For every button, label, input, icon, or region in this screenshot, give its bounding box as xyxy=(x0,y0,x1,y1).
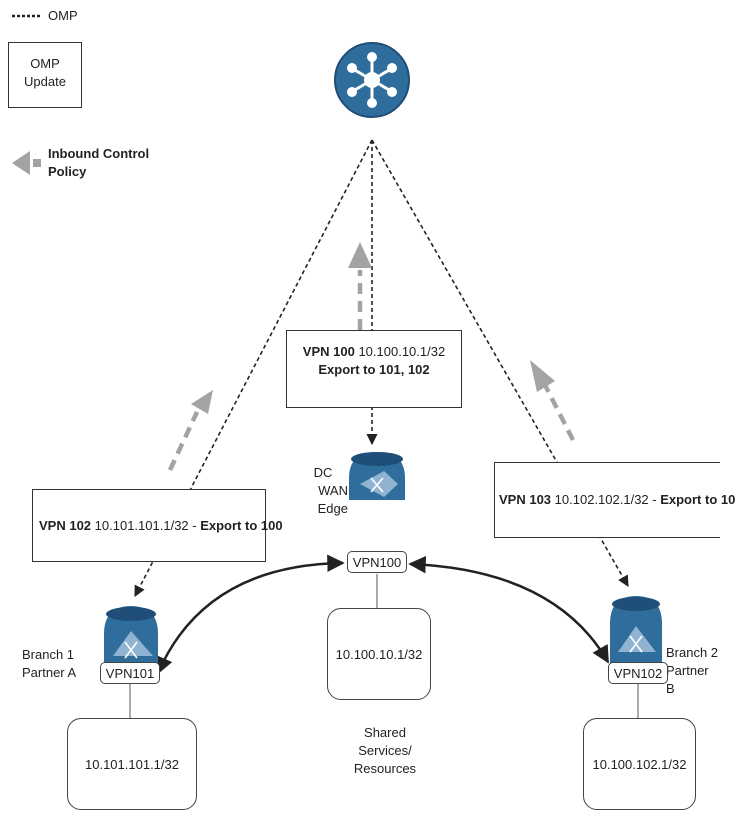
hub-icon xyxy=(334,42,410,118)
branch1-label: Branch 1 Partner A xyxy=(22,646,76,682)
dataplane-arrow-left xyxy=(156,554,345,675)
legend-policy-arrow xyxy=(12,151,41,175)
legend-update-line1: OMP xyxy=(30,56,60,71)
policy-arrow-left xyxy=(167,390,213,471)
shared-line3: Resources xyxy=(353,761,417,776)
branch2-label: Branch 2 Partner B xyxy=(666,644,720,698)
branch2-prefix-box: 10.100.102.1/32 xyxy=(583,718,696,810)
branch1-router-icon xyxy=(104,606,158,668)
legend-policy-line2: Policy xyxy=(48,164,87,179)
legend-update-line2: Update xyxy=(24,74,66,89)
vpn102-export: Export to 100 xyxy=(200,517,283,533)
vpn100-prefix: 10.100.10.1/32 xyxy=(358,344,446,359)
shared-line1: Shared xyxy=(364,725,406,740)
branch2-label-line1: Branch 2 xyxy=(666,645,719,660)
branch1-prefix-box: 10.101.101.1/32 xyxy=(67,718,197,810)
vpn100-label: VPN 100 xyxy=(302,344,355,359)
dc-vpn-box: VPN100 xyxy=(347,551,407,573)
dc-label-line1: DC xyxy=(313,465,333,480)
omp-update-vpn100: VPN 100 10.100.10.1/32 Export to 101, 10… xyxy=(286,330,462,408)
vpn102-prefix: 10.101.101.1/32 xyxy=(94,517,189,533)
legend-omp-update-box: OMP Update xyxy=(8,42,82,108)
shared-line2: Services/ xyxy=(358,743,412,758)
legend-policy-label: Inbound Control Policy xyxy=(48,145,149,181)
network-diagram xyxy=(12,14,662,718)
vpn102-sep: - xyxy=(188,517,201,533)
dc-prefix-box: 10.100.10.1/32 xyxy=(327,608,431,700)
branch2-vpn-box: VPN102 xyxy=(608,662,668,684)
branch2-label-line2: Partner B xyxy=(666,663,709,696)
legend-policy-line1: Inbound Control xyxy=(48,146,150,161)
vpn103-label: VPN 103 xyxy=(499,492,552,507)
vpn103-export: Export to 10 xyxy=(660,492,735,507)
dataplane-arrow-right xyxy=(408,555,610,664)
shared-services-label: Shared Services/ Resources xyxy=(340,724,430,778)
dc-label-line2: WAN Edge xyxy=(317,483,348,516)
omp-update-vpn102: VPN 102 10.101.101.1/32 - Export to 100 xyxy=(32,489,283,562)
vpn103-prefix: 10.102.102.1/32 xyxy=(554,492,649,507)
vpn100-export: Export to 101, 102 xyxy=(318,362,430,377)
vpn102-label: VPN 102 xyxy=(39,517,92,533)
dc-label: DC xyxy=(300,464,346,482)
dc-router-icon xyxy=(349,452,405,500)
branch1-label-line2: Partner A xyxy=(22,665,77,680)
omp-update-vpn103: VPN 103 10.102.102.1/32 - Export to 10 xyxy=(494,462,735,538)
vpn103-sep: - xyxy=(648,492,661,507)
branch1-vpn-box: VPN101 xyxy=(100,662,160,684)
policy-arrow-center xyxy=(348,242,372,330)
branch1-label-line1: Branch 1 xyxy=(22,647,75,662)
legend-omp-label: OMP xyxy=(48,8,78,23)
branch2-router-icon xyxy=(610,596,662,668)
policy-arrow-right xyxy=(530,360,576,442)
